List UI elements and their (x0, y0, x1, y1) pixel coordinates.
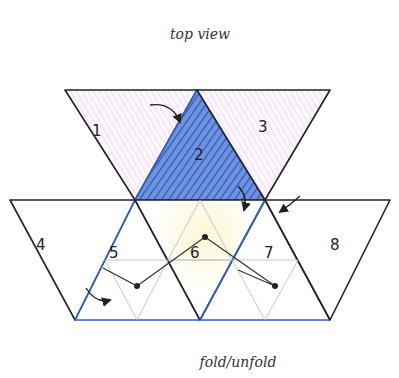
face-number: 5 (109, 246, 119, 261)
triangle-face: 3 (197, 90, 330, 200)
fold-arrow (86, 105, 300, 301)
face-number: 1 (92, 124, 102, 139)
caption-note: fold/unfold (200, 355, 277, 369)
caption-note: top view (170, 27, 230, 41)
fold-path (103, 237, 275, 286)
face-number: 4 (36, 238, 46, 253)
path-dots (134, 234, 278, 289)
face-number: 3 (258, 120, 268, 135)
face-number: 8 (330, 238, 340, 253)
triangle-outline (197, 90, 330, 200)
face-number: 7 (264, 246, 274, 261)
face-number: 2 (194, 148, 204, 163)
face-number: 6 (190, 246, 200, 261)
grid-lines (105, 200, 298, 320)
